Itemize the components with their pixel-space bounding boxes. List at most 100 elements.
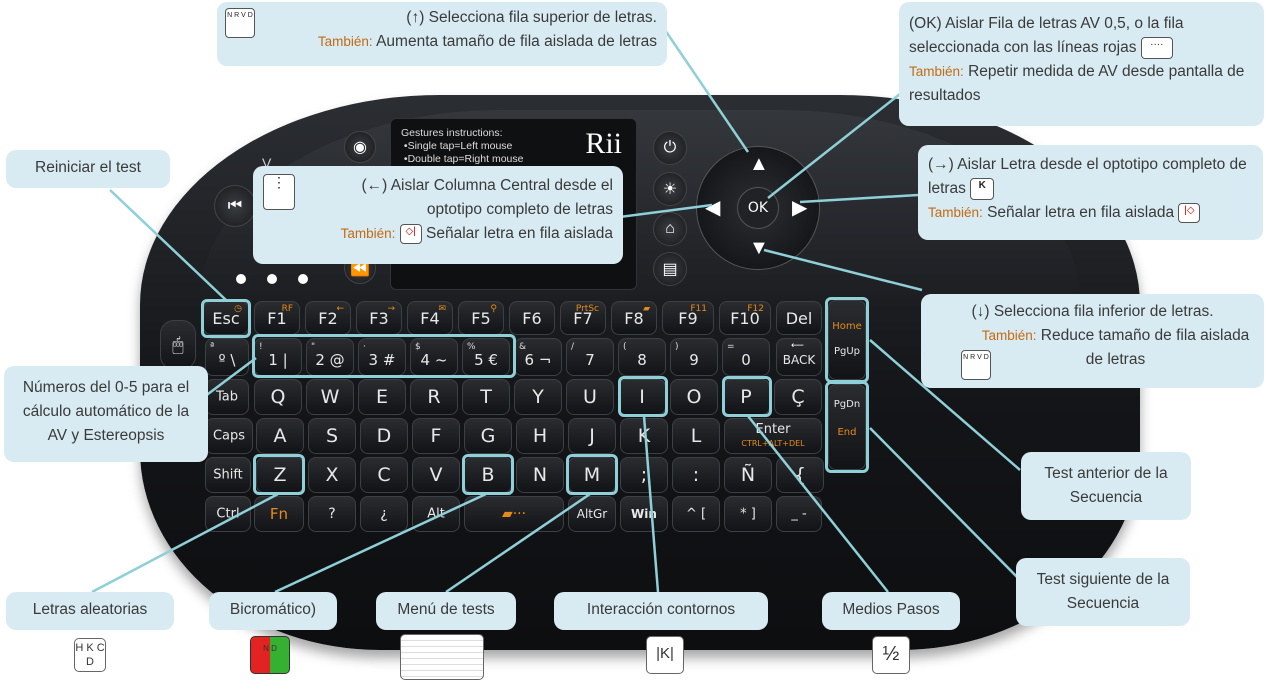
- key-char: ;: [621, 464, 667, 486]
- label-bicromatico: Bicromático): [209, 592, 337, 630]
- key-char: Y: [515, 386, 561, 408]
- key-caret[interactable]: ^ [: [672, 496, 720, 532]
- home-icon[interactable]: ⌂: [653, 212, 687, 246]
- dpad: ▲ ▼ ◀ ▶ OK: [696, 146, 820, 270]
- key-letter[interactable]: W: [306, 379, 354, 415]
- left-arrow-icon[interactable]: ◀: [705, 195, 720, 220]
- contour-interaction-icon: |K|: [646, 636, 684, 674]
- key-letter[interactable]: ;: [620, 457, 668, 493]
- key-f4[interactable]: F4✉: [407, 301, 453, 335]
- ok-button[interactable]: OK: [737, 187, 779, 229]
- key-char: S: [309, 425, 355, 447]
- mouse-button[interactable]: 🖱: [160, 320, 196, 370]
- key-letter[interactable]: A: [256, 418, 304, 454]
- key-letter[interactable]: J: [568, 418, 616, 454]
- key-ctrl[interactable]: Ctrl: [205, 496, 251, 532]
- key-enter[interactable]: Enter CTRL+ALT+DEL: [724, 418, 822, 454]
- point-letter-icon: ◇|: [400, 224, 422, 244]
- key-letter[interactable]: F: [412, 418, 460, 454]
- key-char: C: [361, 464, 407, 486]
- key-letter[interactable]: L: [672, 418, 720, 454]
- key-char: º \: [206, 351, 248, 369]
- key-char: F: [413, 425, 459, 447]
- menu-icon[interactable]: ▤: [653, 252, 687, 286]
- key-char: 6 ¬: [515, 351, 561, 369]
- key-letter[interactable]: :: [672, 457, 720, 493]
- key-f2[interactable]: F2←: [305, 301, 351, 335]
- key-letter[interactable]: S: [308, 418, 356, 454]
- key-number[interactable]: /7: [566, 338, 614, 376]
- key-letter[interactable]: T: [462, 379, 510, 415]
- label-letras-aleatorias: Letras aleatorias: [6, 592, 174, 630]
- key-letter[interactable]: Y: [514, 379, 562, 415]
- callout-left: ⋮ (←) Aislar Columna Central desde el op…: [253, 166, 623, 264]
- label-medios-pasos: Medios Pasos: [822, 592, 960, 630]
- rii-logo: Rii: [585, 127, 622, 161]
- key-letter[interactable]: X: [308, 457, 356, 493]
- row-size-icon: N R V D: [961, 350, 991, 380]
- key-number[interactable]: )9: [670, 338, 718, 376]
- key-number[interactable]: =0: [722, 338, 770, 376]
- key-del[interactable]: Del: [776, 301, 822, 335]
- key-letter[interactable]: G: [464, 418, 512, 454]
- key-f3[interactable]: F3→: [356, 301, 402, 335]
- key-letter[interactable]: C: [360, 457, 408, 493]
- test-menu-icon: [400, 634, 484, 680]
- key-letter[interactable]: V: [412, 457, 460, 493]
- mail-icon: ✉: [438, 304, 446, 314]
- key-letter[interactable]: Q: [254, 379, 302, 415]
- key-letter[interactable]: K: [620, 418, 668, 454]
- key-letter[interactable]: U: [566, 379, 614, 415]
- key-tab[interactable]: Tab: [205, 379, 249, 415]
- prev-track-icon[interactable]: ⏮: [214, 185, 256, 227]
- key-inverted-question[interactable]: ¿: [360, 496, 408, 532]
- key-back[interactable]: ⟵BACK: [776, 338, 822, 376]
- key-letter[interactable]: Ç: [774, 379, 822, 415]
- search-icon: ⚲: [490, 304, 497, 314]
- key-letter[interactable]: E: [358, 379, 406, 415]
- highlight-esc: [201, 299, 251, 338]
- key-char: K: [621, 425, 667, 447]
- key-shift[interactable]: Shift: [205, 457, 251, 493]
- key-number[interactable]: &6 ¬: [514, 338, 562, 376]
- key-f6[interactable]: F6: [509, 301, 555, 335]
- key-win[interactable]: Win: [620, 496, 668, 532]
- power-icon[interactable]: ⏻: [653, 131, 687, 165]
- key-caps[interactable]: Caps: [205, 418, 253, 454]
- highlight-z: [253, 454, 305, 495]
- key-alt[interactable]: Alt: [412, 496, 460, 532]
- key-altgr[interactable]: AltGr: [568, 496, 616, 532]
- key-letter[interactable]: H: [516, 418, 564, 454]
- key-letter[interactable]: N: [516, 457, 564, 493]
- key-minus[interactable]: _ -: [776, 496, 822, 532]
- key-f8[interactable]: F8▰: [611, 301, 657, 335]
- key-letter[interactable]: Ñ: [724, 457, 772, 493]
- key-space[interactable]: ▰···: [464, 496, 564, 532]
- down-arrow-icon[interactable]: ▼: [749, 237, 769, 260]
- callout-ok: (OK) Aislar Fila de letras AV 0,5, o la …: [899, 2, 1264, 126]
- key-letter[interactable]: {: [776, 457, 824, 493]
- highlight-pgup: [825, 297, 869, 383]
- up-arrow-icon[interactable]: ▲: [749, 153, 769, 176]
- right-arrow-icon[interactable]: ▶: [792, 195, 807, 220]
- key-fn[interactable]: Fn: [254, 496, 304, 532]
- callout-prev: Test anterior de la Secuencia: [1021, 452, 1191, 520]
- key-question[interactable]: ?: [308, 496, 356, 532]
- key-letter[interactable]: D: [360, 418, 408, 454]
- random-letters-icon: H K C D: [74, 638, 106, 672]
- key-letter[interactable]: R: [410, 379, 458, 415]
- key-plus[interactable]: * ]: [724, 496, 772, 532]
- key-f5[interactable]: F5⚲: [458, 301, 504, 335]
- key-letter[interactable]: O: [670, 379, 718, 415]
- screen-icon: ▰: [643, 304, 650, 314]
- key-number[interactable]: (8: [618, 338, 666, 376]
- label-menu-tests: Menú de tests: [376, 592, 516, 630]
- media-icon[interactable]: ◉: [344, 131, 376, 163]
- arrow-left-icon: ←: [336, 304, 344, 314]
- backlight-icon[interactable]: ☀: [653, 172, 687, 206]
